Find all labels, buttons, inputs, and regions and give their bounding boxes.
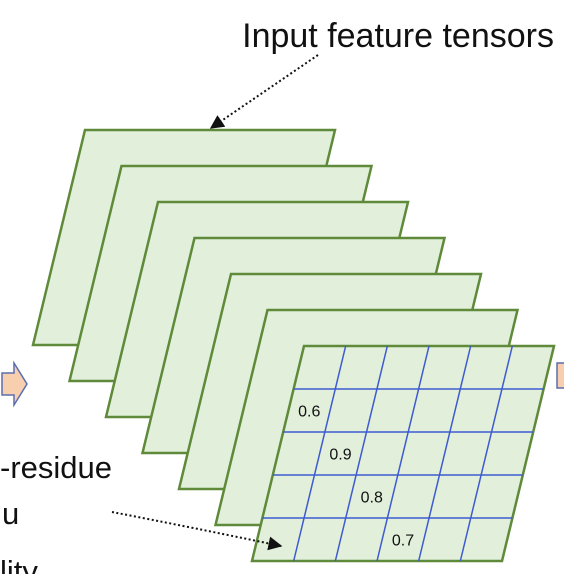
right-flow-arrow-icon	[556, 362, 564, 389]
left-label-line-2: u	[2, 496, 19, 531]
left-label-line-1: -residue	[0, 450, 112, 485]
grid-cell-value: 0.9	[329, 447, 351, 464]
grid-cell-value: 0.7	[392, 533, 414, 550]
diagram-title: Input feature tensors	[242, 17, 554, 55]
grid-col-line	[376, 345, 430, 562]
grid-col-line	[459, 345, 514, 562]
grid-cell-value: 0.8	[361, 490, 383, 507]
left-label-line-3: lity	[0, 554, 38, 574]
tensor-layer-stack	[31, 128, 556, 563]
grid-col-line	[334, 345, 389, 562]
front-tensor-grid: 0.6 0.9 0.8 0.7	[262, 345, 544, 562]
grid-col-line	[417, 345, 472, 562]
grid-col-line	[292, 345, 347, 562]
residue-pointer-arrow	[111, 511, 283, 551]
left-flow-arrow-icon	[1, 360, 28, 408]
title-pointer-arrow	[209, 54, 319, 129]
grid-cell-value: 0.6	[298, 404, 320, 421]
